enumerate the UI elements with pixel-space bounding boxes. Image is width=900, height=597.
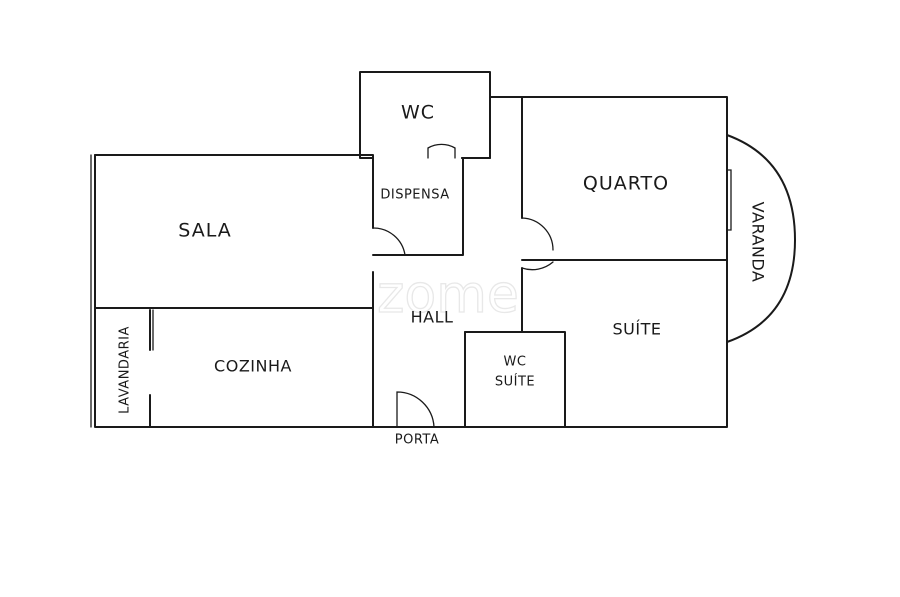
interior-walls: [94, 96, 728, 428]
label-hall: HALL: [411, 308, 454, 327]
label-wc: WC: [401, 102, 435, 124]
label-varanda: VARANDA: [749, 202, 768, 283]
label-quarto: QUARTO: [583, 173, 669, 195]
label-lavandaria: LAVANDARIA: [118, 326, 133, 414]
exterior-walls: [90, 71, 796, 428]
label-dispensa: DISPENSA: [380, 188, 449, 203]
label-porta: PORTA: [395, 433, 439, 448]
room-labels: WC DISPENSA SALA QUARTO VARANDA HALL SUÍ…: [118, 102, 768, 448]
watermark-logo: zome: [377, 265, 519, 325]
doors: [372, 143, 732, 428]
label-cozinha: COZINHA: [214, 357, 292, 376]
label-wc-suite-line1: WC: [504, 355, 527, 370]
label-wc-suite-line2: SUÍTE: [495, 374, 535, 390]
label-sala: SALA: [178, 220, 231, 242]
label-suite: SUÍTE: [613, 320, 662, 339]
